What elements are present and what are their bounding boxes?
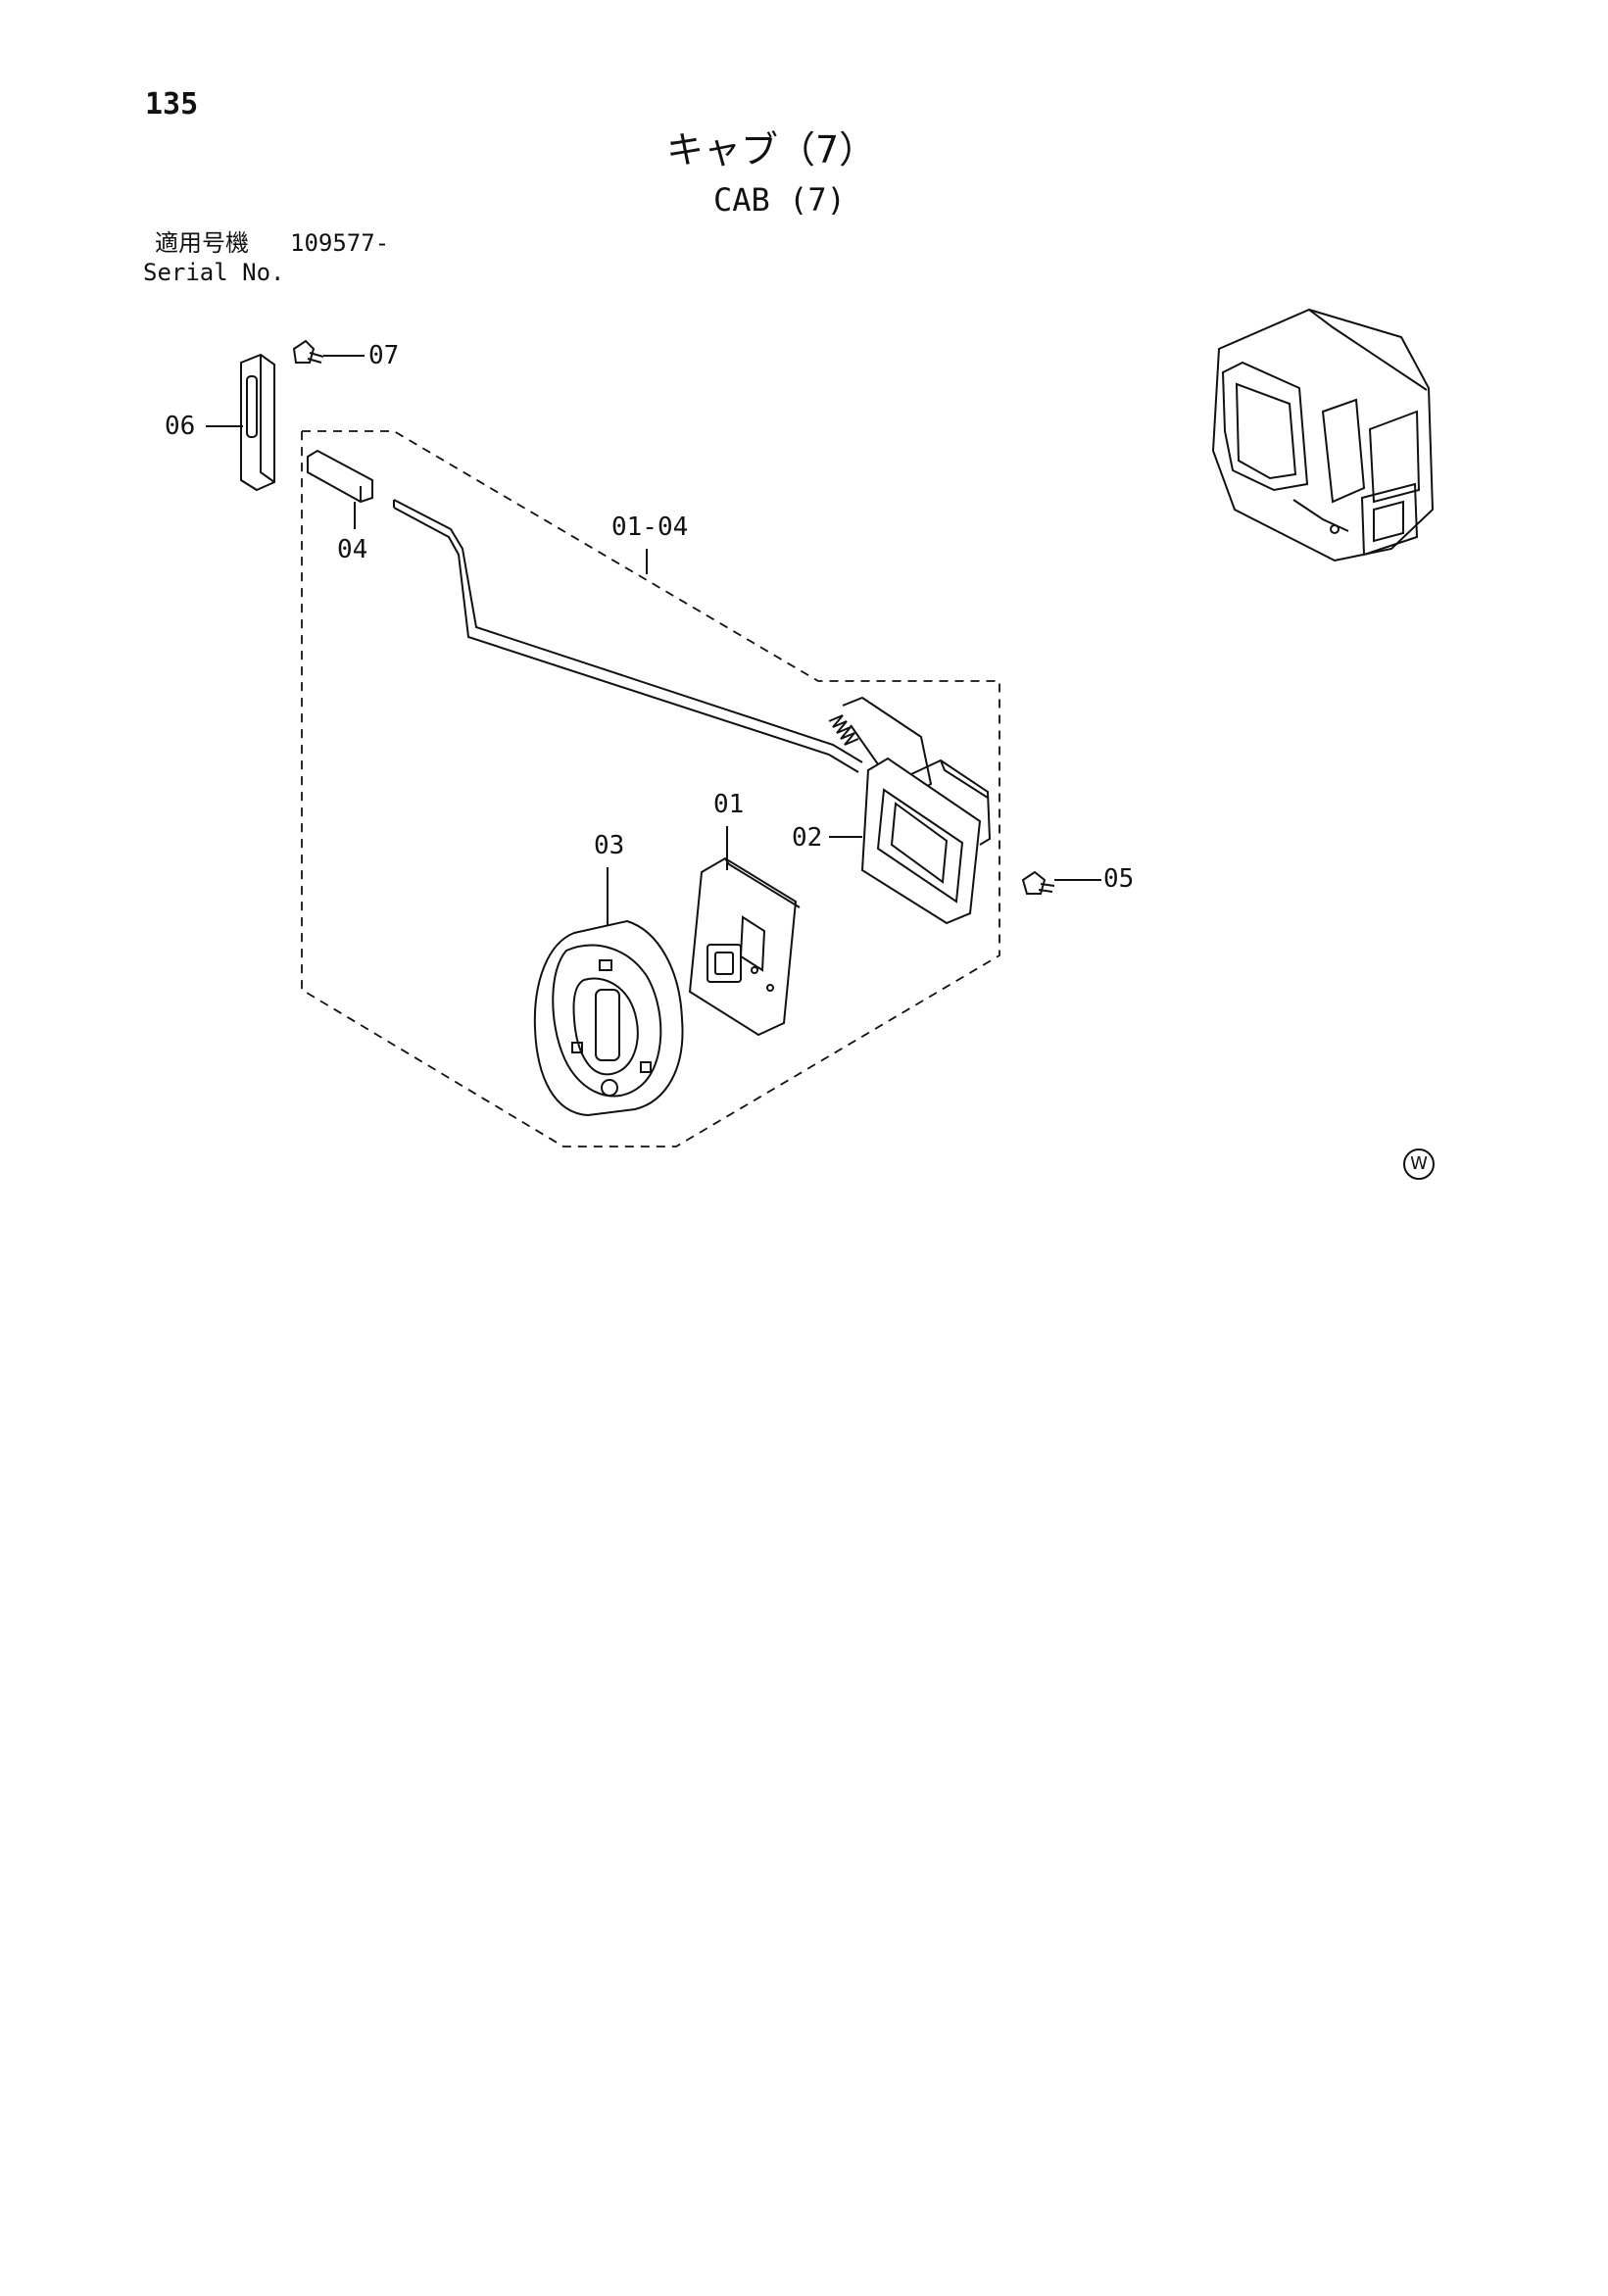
- serial-label-english: Serial No.: [143, 259, 285, 286]
- w-mark: W: [1403, 1148, 1435, 1180]
- part-01-lock: [688, 856, 801, 1037]
- part-06-plate: [240, 353, 275, 492]
- part-label-05: 05: [1103, 864, 1135, 894]
- part-05-screw: [1021, 870, 1055, 895]
- part-label-06: 06: [165, 412, 196, 441]
- title-english: CAB (7): [713, 181, 846, 219]
- part-label-0104: 01-04: [611, 513, 689, 542]
- cab-reference-view: [1211, 308, 1435, 562]
- part-04-grip: [307, 449, 373, 504]
- title-japanese: キャブ（7）: [666, 128, 877, 171]
- assembly-boundary: [301, 430, 1000, 1148]
- part-label-01: 01: [713, 790, 745, 819]
- serial-label-japanese: 適用号機: [155, 229, 249, 257]
- serial-value: 109577-: [290, 229, 390, 257]
- part-label-02: 02: [792, 823, 823, 853]
- rod: [393, 499, 863, 773]
- part-label-04: 04: [337, 535, 368, 564]
- part-label-07: 07: [368, 341, 400, 370]
- page-number: 135: [145, 87, 199, 122]
- part-02-housing: [860, 757, 992, 925]
- part-07-screw: [292, 339, 324, 364]
- part-label-03: 03: [594, 831, 625, 860]
- part-03-escutcheon: [533, 919, 684, 1117]
- spring: [828, 714, 859, 746]
